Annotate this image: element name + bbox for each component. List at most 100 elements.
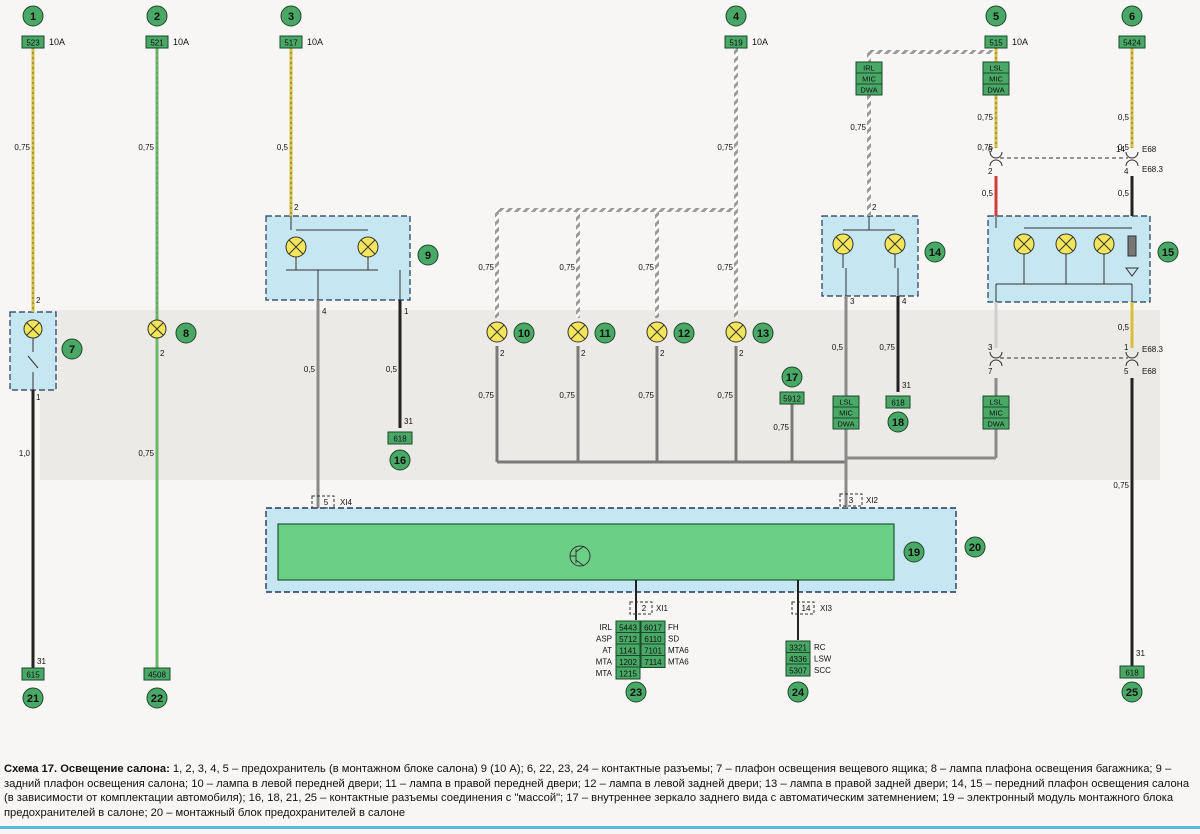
wire-gauge: 0,5 (1118, 113, 1130, 122)
svg-text:6017: 6017 (644, 624, 662, 633)
svg-text:MIC: MIC (989, 75, 1003, 84)
svg-text:4508: 4508 (148, 671, 166, 680)
wire-gauge: 0,75 (1113, 481, 1129, 490)
wire-gauge: 0,75 (559, 391, 575, 400)
component-24: 24 (787, 681, 809, 703)
fuse-rating: 10A (1012, 37, 1028, 47)
svg-text:5: 5 (993, 11, 999, 23)
wire-gauge: 0,75 (559, 263, 575, 272)
svg-text:MIC: MIC (862, 75, 876, 84)
svg-text:14: 14 (929, 247, 942, 259)
pin-number: 4 (1124, 167, 1129, 176)
connector-label: XI2 (866, 496, 879, 505)
component-25: 25 (1121, 681, 1143, 703)
ground-code-615: 615 (21, 667, 45, 681)
pin-number: 2 (36, 296, 41, 305)
svg-text:21: 21 (27, 693, 39, 705)
lamp-icon (1013, 233, 1139, 277)
component-8: 8 (175, 322, 197, 344)
lamp-icon (23, 319, 43, 339)
svg-text:LSL: LSL (989, 64, 1002, 73)
wire-gauge: 0,75 (638, 391, 654, 400)
xi1-code: 6017 (640, 620, 666, 634)
ground-code-25: 618 (1119, 665, 1145, 679)
component-14: 14 (924, 241, 946, 263)
pin-number: 2 (660, 349, 665, 358)
caption-title: Схема 17. Освещение салона: (4, 763, 170, 775)
xi3-right-label: LSW (814, 655, 832, 664)
component-14-box (821, 215, 919, 297)
connector-label: XI1 (656, 604, 669, 613)
ground-pin: 31 (37, 657, 46, 666)
connector-pin: 2 (642, 604, 647, 613)
wire-gauge: 0,5 (386, 365, 398, 374)
ground-code-18: 618 (885, 395, 911, 409)
svg-text:11: 11 (599, 328, 611, 340)
component-15: 15 (1157, 241, 1179, 263)
fuse-node-3: 3 (280, 5, 302, 27)
pin-number: 31 (1136, 649, 1145, 658)
xi3-right-label: RC (814, 643, 826, 652)
wire-gauge: 0,75 (14, 143, 30, 152)
component-20: 20 (964, 536, 986, 558)
svg-text:7: 7 (69, 344, 75, 356)
svg-text:22: 22 (151, 693, 163, 705)
caption-body: 1, 2, 3, 4, 5 – предохранитель (в монтаж… (4, 763, 1190, 819)
xi1-code: 1202 (615, 655, 641, 668)
svg-text:618: 618 (393, 435, 407, 444)
fuse-code-515: 515 (984, 35, 1008, 49)
svg-text:LSL: LSL (839, 398, 852, 407)
pin-number: 1 (404, 307, 409, 316)
ground-code-4508: 4508 (143, 667, 171, 681)
fuse-rating: 10A (49, 37, 65, 47)
wire-gauge: 0,75 (638, 263, 654, 272)
svg-text:515: 515 (989, 39, 1003, 48)
pin-number: 2 (500, 349, 505, 358)
svg-text:23: 23 (630, 687, 642, 699)
connector-label: E68.3 (1142, 345, 1163, 354)
svg-text:1215: 1215 (619, 670, 637, 679)
connector-label: E68 (1142, 145, 1157, 154)
wire-gauge: 0,75 (879, 343, 895, 352)
wire-gauge: 0,5 (1118, 189, 1130, 198)
svg-text:4: 4 (733, 11, 740, 23)
xi1-code: 5712 (615, 632, 641, 645)
wire-gauge: 0,75 (138, 449, 154, 458)
svg-text:16: 16 (394, 455, 406, 467)
wire-gauge: 0,75 (977, 113, 993, 122)
svg-text:6110: 6110 (644, 635, 662, 644)
svg-text:1141: 1141 (619, 647, 637, 656)
pin-number: 2 (294, 203, 299, 212)
svg-text:IRL: IRL (863, 64, 875, 73)
svg-text:24: 24 (792, 687, 805, 699)
wire-gauge: 0,5 (304, 365, 316, 374)
xi1-right-label: MTA6 (668, 658, 689, 667)
connector-label: E68 (1142, 367, 1157, 376)
svg-text:517: 517 (284, 39, 298, 48)
component-12: 12 (673, 322, 695, 344)
svg-text:9: 9 (425, 250, 431, 262)
xi1-right-label: SD (668, 635, 679, 644)
fuse-code-5424: 5424 (1118, 35, 1146, 49)
svg-text:18: 18 (892, 417, 904, 429)
svg-text:5424: 5424 (1123, 39, 1141, 48)
component-18: 18 (887, 411, 909, 433)
wire-gauge: 1,0 (19, 449, 31, 458)
pin-number: 5 (1124, 367, 1129, 376)
component-15-box (987, 215, 1151, 303)
component-23: 23 (625, 681, 647, 703)
xi3-code: 4336 (785, 652, 811, 665)
svg-text:618: 618 (1125, 669, 1139, 678)
svg-text:12: 12 (678, 328, 690, 340)
svg-text:15: 15 (1162, 247, 1174, 259)
xi1-right-label: FH (668, 623, 679, 632)
pin-number: 2 (160, 349, 165, 358)
pin-number: 1 (1124, 343, 1129, 352)
svg-text:MIC: MIC (839, 409, 853, 418)
wire-gauge: 0,75 (138, 143, 154, 152)
xi1-left-label: AT (602, 646, 612, 655)
fuse-code-517: 517 (279, 35, 303, 49)
ground-node-22: 22 (146, 687, 168, 709)
connector-pin: 14 (802, 604, 811, 613)
